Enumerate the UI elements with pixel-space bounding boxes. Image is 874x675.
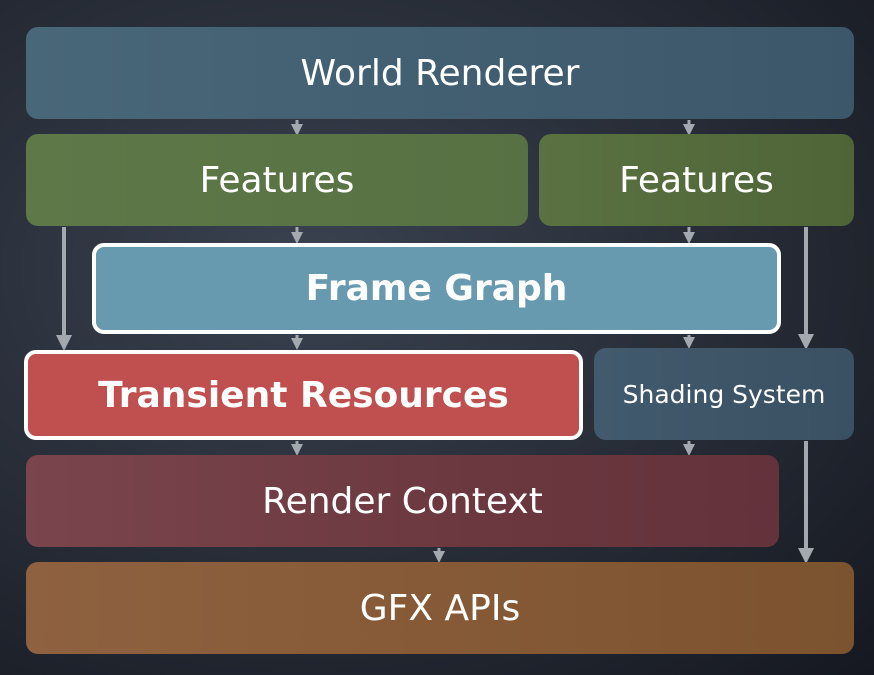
features-right-label: Features <box>619 159 774 201</box>
features-right-box: Features <box>539 134 854 226</box>
world-renderer-box: World Renderer <box>26 27 854 119</box>
transient-resources-box: Transient Resources <box>24 350 583 440</box>
shading-system-box: Shading System <box>594 348 854 440</box>
features-left-box: Features <box>26 134 528 226</box>
frame-graph-box: Frame Graph <box>92 243 781 334</box>
gfx-apis-label: GFX APIs <box>359 587 521 629</box>
gfx-apis-box: GFX APIs <box>26 562 854 654</box>
shading-system-label: Shading System <box>622 379 826 409</box>
transient-resources-label: Transient Resources <box>98 374 509 416</box>
features-left-label: Features <box>199 159 355 201</box>
render-context-label: Render Context <box>262 480 543 522</box>
render-context-box: Render Context <box>26 455 779 547</box>
frame-graph-label: Frame Graph <box>305 268 568 309</box>
world-renderer-label: World Renderer <box>300 52 580 94</box>
